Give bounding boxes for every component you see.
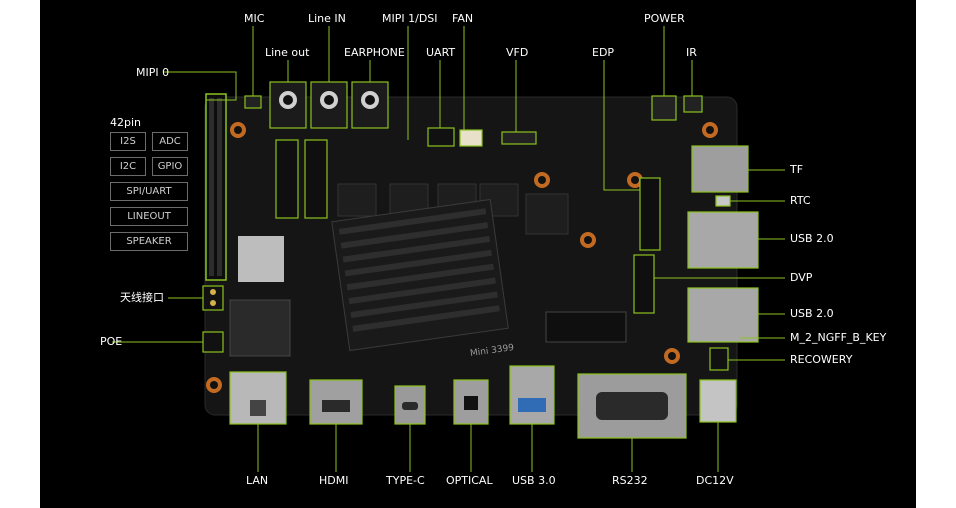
- lan-transformer: [229, 299, 291, 357]
- label-edp: EDP: [592, 46, 615, 59]
- board-diagram: MIC Line IN MIPI 1/DSI FAN POWER Line ou…: [40, 0, 916, 508]
- label-usb30: USB 3.0: [512, 474, 556, 487]
- heatsink: [331, 198, 509, 352]
- label-dc12v: DC12V: [696, 474, 734, 487]
- mipi-dsi-connector: [304, 139, 328, 219]
- edp-connector: [639, 177, 661, 251]
- label-line-out: Line out: [265, 46, 310, 59]
- label-mipi-dsi: MIPI 1/DSI: [382, 12, 438, 25]
- lan-port: [229, 371, 287, 425]
- pin-group-lineout: LINEOUT: [110, 207, 188, 226]
- label-recovery: RECOWERY: [790, 353, 853, 366]
- uart-connector: [427, 127, 455, 147]
- label-tf: TF: [790, 163, 804, 176]
- label-42pin: 42pin: [110, 116, 142, 129]
- label-ir: IR: [686, 46, 697, 59]
- label-rtc: RTC: [790, 194, 811, 207]
- usb2-port-b: [687, 287, 759, 343]
- mipi0-connector: [275, 139, 299, 219]
- pin-group-i2s: I2S: [110, 132, 146, 151]
- label-rs232: RS232: [612, 474, 648, 487]
- usb2-port-a: [687, 211, 759, 269]
- label-antenna: 天线接口: [120, 291, 164, 304]
- tf-slot: [691, 145, 749, 193]
- label-line-in: Line IN: [308, 12, 346, 25]
- rtc-battery: [715, 195, 731, 207]
- wifi-module: [238, 236, 284, 282]
- label-dvp: DVP: [790, 271, 813, 284]
- pin-group-gpio: GPIO: [152, 157, 188, 176]
- pin-group-i2c: I2C: [110, 157, 146, 176]
- pin-group-spi-uart: SPI/UART: [110, 182, 188, 201]
- board-illustration: [112, 26, 785, 472]
- label-usb20-b: USB 2.0: [790, 307, 834, 320]
- ram-chip: [337, 183, 377, 217]
- label-fan: FAN: [452, 12, 474, 25]
- pin-group-speaker: SPEAKER: [110, 232, 188, 251]
- label-m2: M_2_NGFF_B_KEY: [790, 331, 887, 344]
- power-button: [651, 95, 677, 121]
- recovery-button: [709, 347, 729, 371]
- emmc-chip: [525, 193, 569, 235]
- label-typec: TYPE-C: [386, 474, 425, 487]
- dvp-connector: [633, 254, 655, 314]
- ir-receiver: [683, 95, 703, 113]
- m2-slot: [545, 311, 627, 343]
- fan-connector: [459, 129, 483, 147]
- label-hdmi: HDMI: [319, 474, 349, 487]
- label-vfd: VFD: [506, 46, 529, 59]
- leader-lines: [112, 26, 785, 472]
- label-power: POWER: [644, 12, 685, 25]
- label-mipi0: MIPI 0: [136, 66, 170, 79]
- usb3-port: [509, 365, 555, 425]
- mic-component: [244, 95, 262, 109]
- poe-header: [202, 331, 224, 353]
- dc-jack: [699, 379, 737, 423]
- label-uart: UART: [426, 46, 456, 59]
- pin-group-adc: ADC: [152, 132, 188, 151]
- label-poe: POE: [100, 335, 123, 348]
- label-optical: OPTICAL: [446, 474, 493, 487]
- label-earphone: EARPHONE: [344, 46, 405, 59]
- label-usb20-a: USB 2.0: [790, 232, 834, 245]
- vfd-connector: [501, 131, 537, 145]
- label-lan: LAN: [246, 474, 269, 487]
- label-mic: MIC: [244, 12, 265, 25]
